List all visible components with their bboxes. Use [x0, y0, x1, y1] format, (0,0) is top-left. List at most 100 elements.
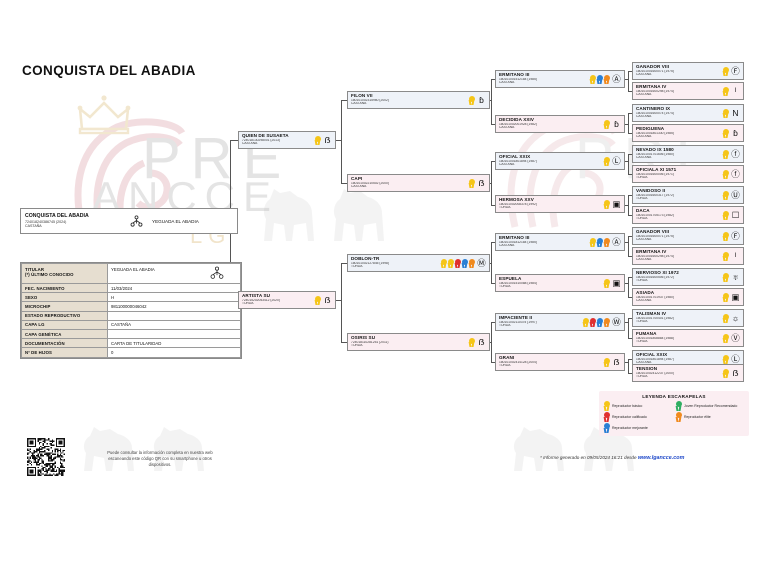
- horse-rosettes: ▣: [602, 278, 622, 289]
- rosette-basico: [722, 272, 729, 282]
- rosette-elite: [675, 412, 682, 421]
- details-key: MICROCHIP: [21, 301, 108, 312]
- rosette-basico: [447, 258, 454, 268]
- rosette-basico: [603, 401, 610, 410]
- horse-rosettes: ⓕ: [721, 169, 741, 180]
- horse-rosettes: ẞ: [313, 295, 333, 306]
- horse-brand-icon: ẞ: [478, 337, 485, 347]
- horse-brand-icon: ⓕ: [731, 149, 740, 159]
- rosette-basico: [722, 368, 729, 378]
- qr-code[interactable]: [27, 438, 65, 476]
- horse-coat: CASTAÑA: [636, 238, 652, 242]
- details-key-sub: (*) ÚLTIMO CONOCIDO: [25, 272, 74, 277]
- horse-coat: TORDA: [351, 344, 363, 348]
- horse-brand-icon: ẞ: [324, 135, 331, 145]
- horse-name: IMPACIENTE II: [499, 315, 533, 320]
- details-key: SEXO: [21, 292, 108, 303]
- horse-code: 180101002412237 (2000): [636, 371, 674, 375]
- horse-brand-icon: Ⓦ: [612, 317, 621, 327]
- legend-item: Reproductor élite: [675, 412, 744, 421]
- horse-rosettes: ẞ: [467, 178, 487, 189]
- rosette-basico: [603, 156, 610, 166]
- rosette-calificado: [454, 258, 461, 268]
- horse-coat: TORDA: [636, 340, 648, 344]
- horse-brand-icon: Ⓤ: [731, 190, 740, 200]
- details-value: 11/03/2024: [107, 282, 241, 294]
- rosette-basico: [722, 251, 729, 261]
- horse-coat: TORDA: [499, 364, 511, 368]
- horse-name: FUMANA: [636, 331, 657, 336]
- rosette-joven: [675, 401, 682, 410]
- horse-name: TALISMAN IV: [636, 311, 667, 316]
- horse-rosettes: ♅: [721, 272, 741, 283]
- qr-note: Puede consultar la información completa …: [107, 450, 213, 468]
- subject-box[interactable]: CONQUISTA DEL ABADIA 724018240386745 (20…: [20, 208, 238, 234]
- horse-rosettes: Ⓤ: [721, 190, 741, 201]
- horse-coat: TORDA: [636, 279, 648, 283]
- horse-code: 180101001600506 (1972): [636, 275, 674, 279]
- rosette-calificado: [603, 412, 610, 421]
- horse-rosettes: N: [721, 108, 741, 119]
- details-key: ESTADO REPRODUCTIVO: [21, 310, 108, 321]
- horse-brand-icon: ⓕ: [731, 169, 740, 179]
- details-value: [107, 328, 241, 340]
- horse-code: 180101001700401 (1982): [636, 316, 674, 320]
- lgancce-link[interactable]: www.lgancce.com: [637, 455, 685, 461]
- horse-rosettes: ɓ: [721, 128, 741, 139]
- horse-name: DECIDIDA XXIV: [499, 117, 535, 122]
- details-row: CAPA GENÉTICA: [21, 328, 241, 340]
- horse-coat: CASTAÑA: [499, 244, 515, 248]
- horse-name: DOBLON-TR: [351, 256, 380, 261]
- legend-label: Reproductor calificado: [612, 414, 647, 419]
- rosette-basico: [603, 278, 610, 288]
- rosette-elite: [468, 258, 475, 268]
- horse-coat: TORDA: [636, 176, 648, 180]
- horse-code: 180101001801894 (1987): [499, 159, 537, 163]
- rosette-basico: [722, 333, 729, 343]
- horse-code: 180101002210502 (2000): [351, 181, 389, 185]
- horse-rosettes: ⓕ: [721, 149, 741, 160]
- details-value: H: [107, 292, 241, 303]
- horse-code: 180101001600074 (1974): [636, 111, 674, 115]
- horse-rosettes: Ⓦ: [581, 317, 622, 328]
- horse-rosettes: Ⓜ: [439, 258, 487, 269]
- horse-name: OSIRIS SU: [351, 335, 376, 340]
